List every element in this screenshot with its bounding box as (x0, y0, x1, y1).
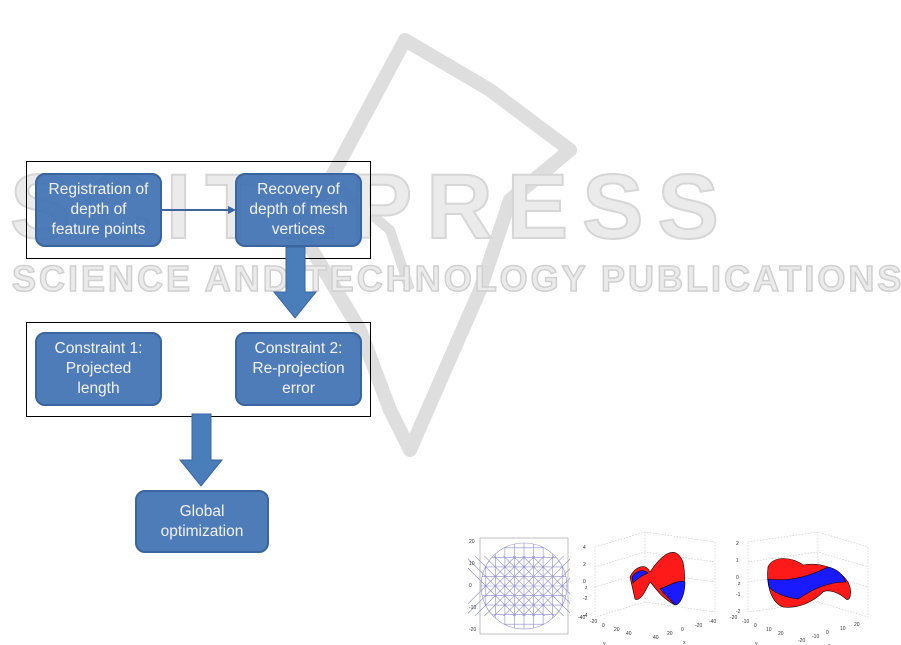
mesh-edge (531, 577, 570, 617)
node-recovery-depth-mesh-vertices: Recovery of depth of mesh vertices (235, 173, 362, 247)
z-axis-label: z (585, 585, 588, 591)
z-axis-label: z (738, 581, 741, 587)
y-tick-label: 10 (766, 627, 772, 633)
y-tick-label: -20 (730, 615, 737, 621)
z-tick-label: -1 (736, 592, 741, 598)
y-tick-label: -20 (590, 619, 597, 625)
node-global-optimization: Global optimization (135, 490, 269, 553)
axis-tick-label: 0 (469, 583, 472, 589)
mesh-edge (522, 568, 570, 617)
node-text: depth of (70, 201, 127, 218)
x-tick-label: 20 (854, 622, 860, 628)
x-tick-label: 10 (840, 626, 846, 632)
node-text: Constraint 1: (54, 340, 143, 357)
axis-tick-label: -20 (469, 627, 476, 633)
node-text: Projected (65, 360, 132, 377)
x-axis-label: x (828, 643, 831, 645)
x-tick-label: -20 (695, 623, 702, 629)
node-text: vertices (271, 221, 326, 238)
diagram-arrows (162, 206, 318, 487)
node-constraint-reprojection-error: Constraint 2: Re-projection error (235, 332, 362, 406)
axis-tick-label: 20 (469, 539, 475, 545)
x-tick-label: -40 (709, 619, 716, 625)
group-frame-recovery (26, 161, 371, 259)
z-tick-label: 4 (583, 545, 586, 551)
node-text: optimization (160, 522, 244, 540)
z-tick-label: 2 (583, 562, 586, 568)
mesh-edge (468, 555, 526, 614)
mesh-edge (468, 555, 517, 605)
y-tick-label: 20 (614, 627, 620, 633)
z-tick-label: -2 (583, 596, 588, 602)
node-text: error (282, 380, 315, 397)
surface-blue (767, 566, 847, 600)
y-tick-label: -10 (742, 619, 749, 625)
z-tick-label: 2 (736, 541, 739, 547)
arrow-registration-to-recovery (162, 206, 236, 214)
y-tick-label: -40 (578, 615, 585, 621)
arrow-down-to-constraints (272, 246, 318, 319)
y-tick-label: 0 (602, 623, 605, 629)
node-text: Re-projection (252, 360, 345, 377)
x-tick-label: 0 (826, 630, 829, 636)
y-tick-label: 20 (778, 631, 784, 637)
y-axis-label: y (755, 641, 758, 645)
node-text: Constraint 2: (254, 340, 343, 357)
mesh-edge (503, 555, 564, 617)
figure-2d-mesh: 20 10 0 -10 -20 (468, 537, 570, 635)
node-text: feature points (51, 221, 146, 238)
z-tick-label: -2 (736, 609, 741, 615)
x-axis-label: x (683, 640, 686, 645)
axis-tick-label: -10 (469, 605, 476, 611)
node-text: Global (179, 502, 225, 520)
arrow-down-to-global (178, 413, 224, 487)
mesh-edge (493, 555, 555, 617)
mesh-edge (512, 558, 570, 617)
y-tick-label: 0 (754, 623, 757, 629)
x-tick-label: 0 (681, 627, 684, 633)
mesh-edge (484, 555, 545, 617)
z-tick-label: -4 (583, 613, 588, 619)
y-axis-label: y (603, 641, 606, 645)
watermark-tagline: SCIENCE AND TECHNOLOGY PUBLICATIONS (11, 257, 901, 300)
z-tick-label: 1 (736, 558, 739, 564)
mesh-edge (474, 555, 536, 617)
node-constraint-projected-length: Constraint 1: Projected length (35, 332, 162, 406)
surface-blue (631, 570, 686, 606)
x-tick-label: 20 (667, 631, 673, 637)
node-text: Registration of (48, 181, 149, 198)
node-registration-depth-feature-points: Registration of depth of feature points (35, 173, 162, 247)
node-text: depth of mesh (249, 201, 348, 218)
y-tick-label: 40 (626, 631, 632, 637)
z-tick-label: 0 (736, 575, 739, 581)
x-tick-label: 40 (653, 635, 659, 641)
x-tick-label: -10 (812, 634, 819, 640)
node-text: Recovery of (257, 181, 340, 198)
x-tick-label: -20 (798, 638, 805, 644)
node-text: length (77, 380, 120, 397)
z-tick-label: 0 (583, 579, 586, 585)
axis-tick-label: 10 (469, 561, 475, 567)
